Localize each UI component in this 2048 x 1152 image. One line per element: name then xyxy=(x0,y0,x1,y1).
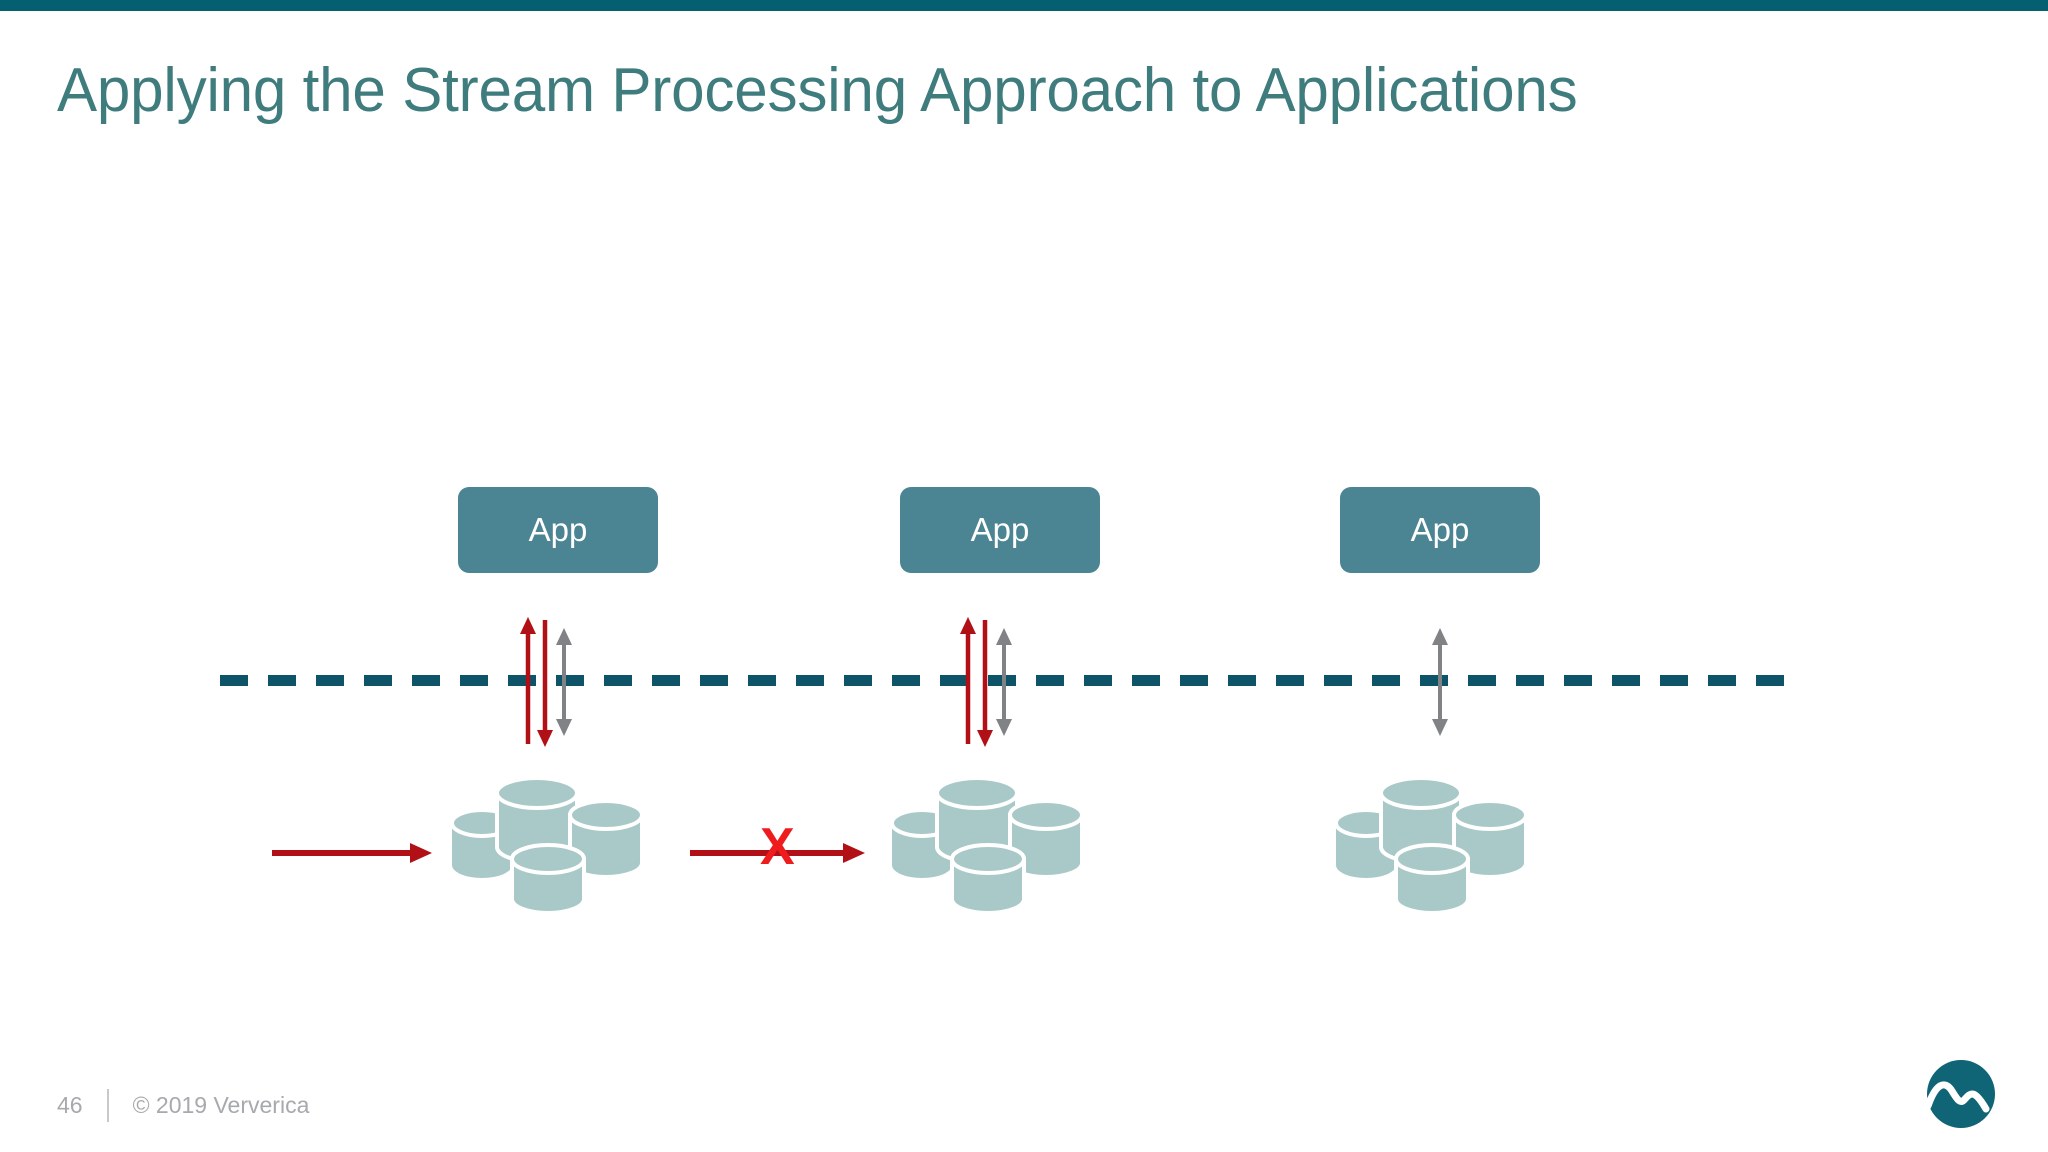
db1-to-db2-flow-arrow xyxy=(690,833,870,873)
db-cylinder-right xyxy=(1008,799,1084,879)
top-accent-bar xyxy=(0,0,2048,11)
db-cylinder-right xyxy=(568,799,644,879)
database-cluster-1[interactable] xyxy=(450,775,682,925)
page-number: 46 xyxy=(57,1092,83,1118)
red-arrow-down-1 xyxy=(537,620,553,747)
arrows-app-1 xyxy=(510,612,630,752)
db-cylinder-front xyxy=(1394,843,1470,915)
boundary-dashed-line xyxy=(220,675,1800,686)
ververica-logo xyxy=(1924,1059,1996,1129)
app-box-1[interactable]: App xyxy=(458,487,658,573)
database-cluster-2[interactable] xyxy=(890,775,1122,925)
copyright-text: © 2019 Ververica xyxy=(132,1092,310,1118)
red-arrow-up-2 xyxy=(960,617,976,744)
gray-arrow-bidirectional-2 xyxy=(996,628,1012,736)
arrows-app-3 xyxy=(1386,612,1506,752)
arrows-app-2 xyxy=(950,612,1070,752)
app-box-3[interactable]: App xyxy=(1340,487,1540,573)
gray-arrow-bidirectional-1 xyxy=(556,628,572,736)
app-box-1-label: App xyxy=(528,510,588,548)
red-arrow-down-2 xyxy=(977,620,993,747)
red-arrow-up-1 xyxy=(520,617,536,744)
inbound-flow-arrow xyxy=(272,833,437,873)
database-cluster-3[interactable] xyxy=(1334,775,1566,925)
slide-footer: 46 © 2019 Ververica xyxy=(57,1089,309,1122)
blocked-x-icon: X xyxy=(760,818,795,876)
app-box-2-label: App xyxy=(970,510,1030,548)
page-title: Applying the Stream Processing Approach … xyxy=(57,56,1578,125)
db-cylinder-right xyxy=(1452,799,1528,879)
db-cylinder-front xyxy=(510,843,586,915)
gray-arrow-bidirectional-3 xyxy=(1432,628,1448,736)
app-box-2[interactable]: App xyxy=(900,487,1100,573)
app-box-3-label: App xyxy=(1410,510,1470,548)
db-cylinder-front xyxy=(950,843,1026,915)
footer-divider xyxy=(106,1089,109,1122)
